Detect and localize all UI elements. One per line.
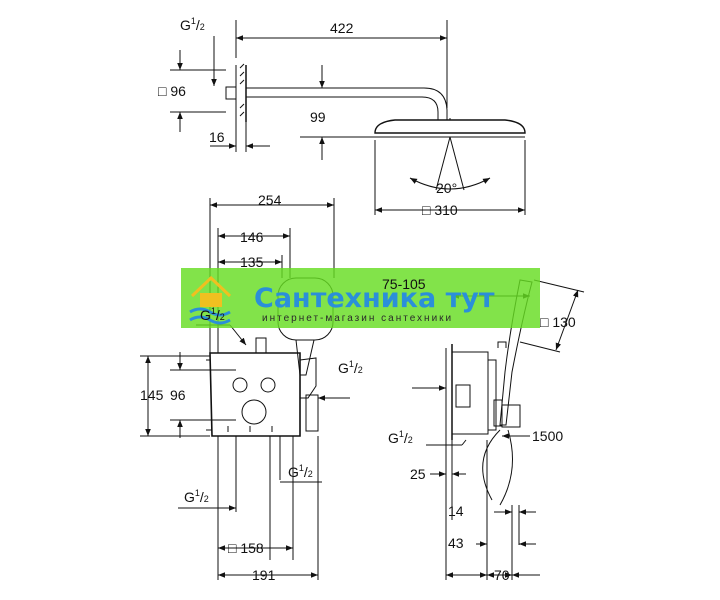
dim-158-square: □ 158 [228,540,264,556]
dim-254: 254 [258,192,282,208]
dim-75-105: 75-105 [382,276,426,292]
watermark-band [181,268,540,328]
dim-96-square: □ 96 [158,83,186,99]
label-g-thread-front-top: G1/2 [200,306,225,323]
label-g-thread-side: G1/2 [388,429,413,446]
watermark-title: Сантехника тут [254,283,495,314]
dim-14: 14 [448,503,464,519]
dim-135: 135 [240,254,264,270]
watermark: Сантехника тут интернет-магазин сантехни… [181,268,540,328]
dim-70: 70 [494,567,510,583]
dim-99: 99 [310,109,326,125]
overhead-shower-view [170,20,526,215]
dim-145: 145 [140,387,164,403]
watermark-subtitle: интернет-магазин сантехники [262,313,453,324]
label-g-thread-bottom-left: G1/2 [184,488,209,505]
dim-422: 422 [330,20,354,36]
label-g-thread-bottom-mid: G1/2 [288,463,313,480]
dim-130-square: □ 130 [540,314,576,330]
dim-310-square: □ 310 [422,202,458,218]
dim-25: 25 [410,466,426,482]
dim-16: 16 [209,129,225,145]
dim-146: 146 [240,229,264,245]
dim-1500: 1500 [532,428,563,444]
dim-96: 96 [170,387,186,403]
house-logo-icon [189,275,232,325]
dim-191: 191 [252,567,276,583]
dim-20-degrees: 20° [436,180,457,196]
dim-43: 43 [448,535,464,551]
label-g-thread-front-right: G1/2 [338,359,363,376]
label-g-thread-top: G1/2 [180,16,205,33]
